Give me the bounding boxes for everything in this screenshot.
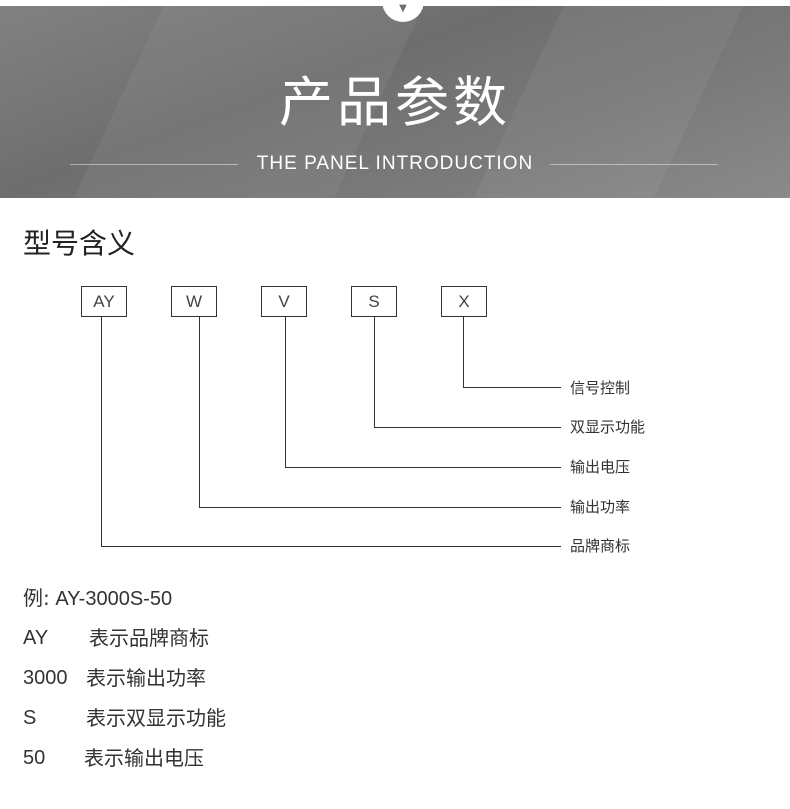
legend-code: S [23, 707, 37, 729]
legend-code: AY [23, 627, 49, 649]
connector-s-horizontal [374, 427, 561, 428]
divider [70, 164, 238, 165]
banner-subtitle: THE PANEL INTRODUCTION [256, 153, 534, 174]
banner-title: 产品参数 [279, 71, 511, 134]
example-value: AY-3000S-50 [55, 588, 173, 610]
example-label: 例: [23, 586, 50, 610]
legend-code: 3000 [23, 667, 68, 689]
description-s: 双显示功能 [570, 418, 646, 436]
connector-ay-vertical [101, 317, 102, 547]
connector-x-vertical [463, 317, 464, 388]
code-box-ay: AY [81, 286, 127, 317]
legend-code: 50 [23, 747, 46, 769]
connector-s-vertical [374, 317, 375, 428]
banner-subtitle-row: THE PANEL INTRODUCTION [0, 152, 790, 176]
description-ay: 品牌商标 [570, 537, 631, 555]
legend-text: 表示输出电压 [84, 746, 204, 770]
chevron-down-icon: ▼ [399, 3, 407, 14]
code-box-x: X [441, 286, 487, 317]
example-line: 例: AY-3000S-50 [23, 588, 172, 609]
connector-x-horizontal [463, 387, 561, 388]
header-banner: ▼ 产品参数 THE PANEL INTRODUCTION [0, 0, 790, 198]
connector-w-vertical [199, 317, 200, 508]
legend-text: 表示品牌商标 [89, 626, 209, 650]
collapse-tab[interactable]: ▼ [382, 0, 424, 22]
connector-w-horizontal [199, 507, 561, 508]
code-box-w: W [171, 286, 217, 317]
connector-v-horizontal [285, 467, 561, 468]
description-x: 信号控制 [570, 379, 631, 397]
connector-ay-horizontal [101, 546, 561, 547]
description-w: 输出功率 [570, 498, 631, 516]
legend-text: 表示输出功率 [86, 666, 206, 690]
connector-v-vertical [285, 317, 286, 468]
code-box-v: V [261, 286, 307, 317]
divider [550, 164, 718, 165]
section-heading: 型号含义 [23, 227, 136, 260]
code-box-s: S [351, 286, 397, 317]
description-v: 输出电压 [570, 458, 631, 476]
legend-text: 表示双显示功能 [86, 706, 226, 730]
